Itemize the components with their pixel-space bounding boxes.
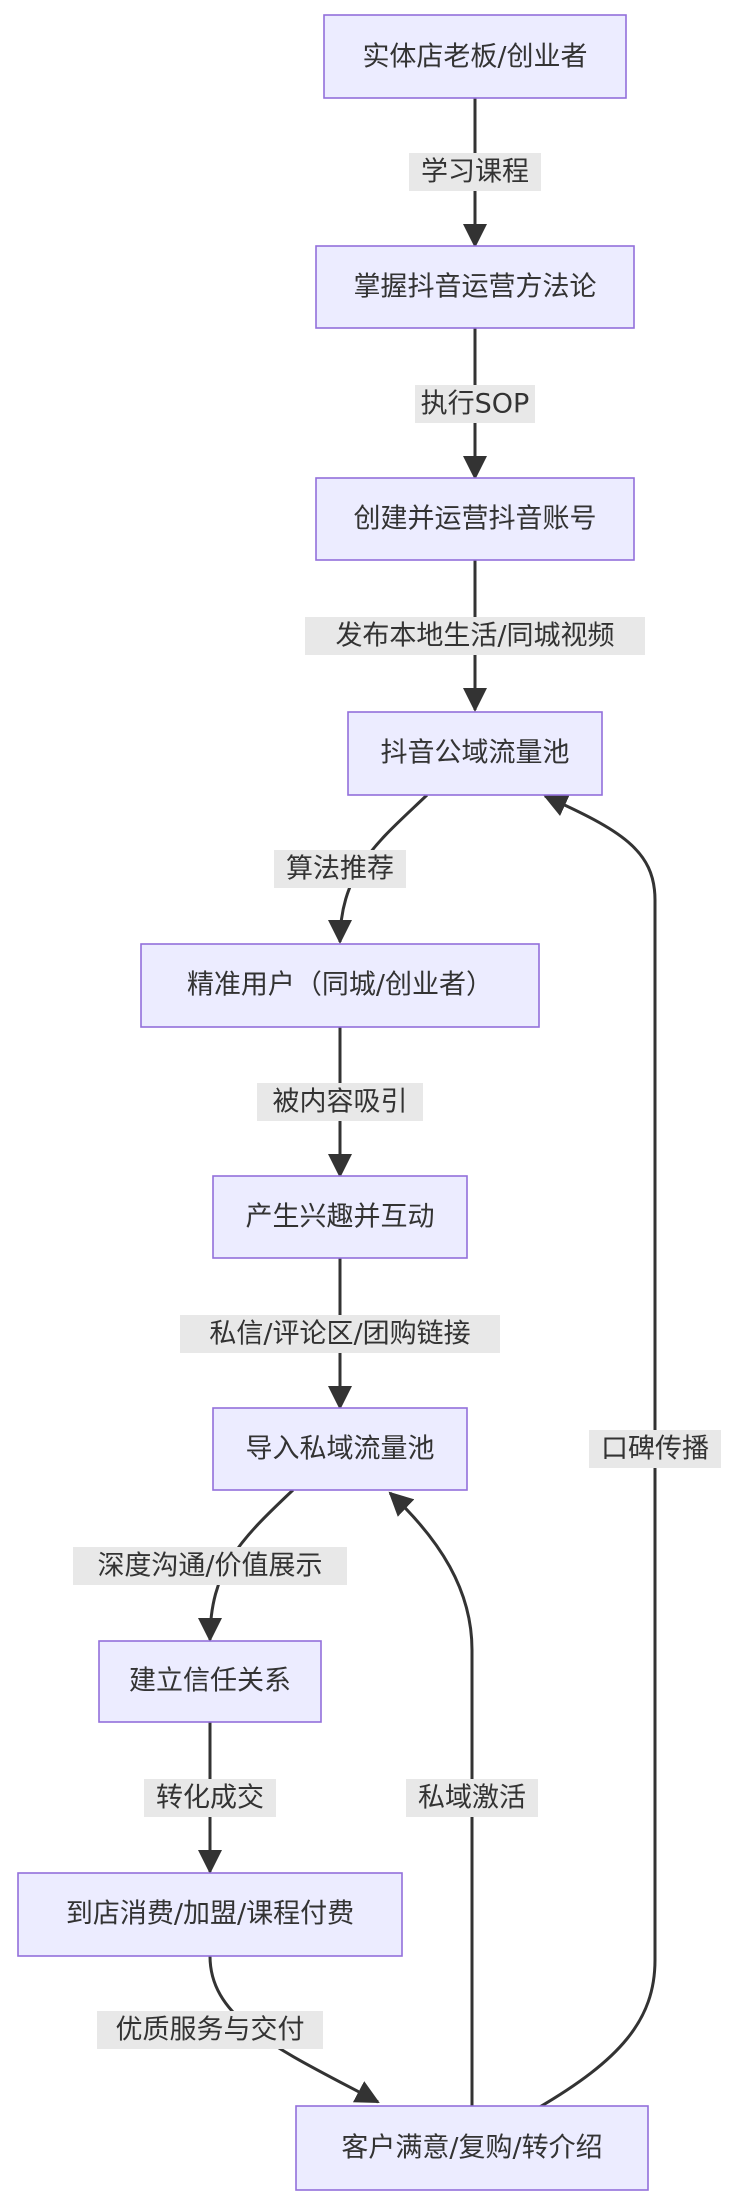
node-n7: 导入私域流量池 (212, 1407, 468, 1491)
node-label-n4: 抖音公域流量池 (381, 738, 570, 769)
edge-label-e3: 发布本地生活/同城视频 (305, 617, 645, 655)
node-n4: 抖音公域流量池 (347, 711, 603, 796)
edge-label-text-e9: 优质服务与交付 (116, 2015, 305, 2046)
node-n6: 产生兴趣并互动 (212, 1175, 468, 1259)
edge-label-text-e6: 私信/评论区/团购链接 (209, 1319, 470, 1350)
node-n1: 实体店老板/创业者 (323, 14, 627, 99)
edge-label-e4: 算法推荐 (274, 850, 406, 888)
node-n10: 客户满意/复购/转介绍 (295, 2105, 649, 2191)
edge-label-text-e7: 深度沟通/价值展示 (97, 1551, 322, 1582)
edge-label-e9: 优质服务与交付 (97, 2011, 323, 2049)
node-label-n3: 创建并运营抖音账号 (354, 504, 597, 535)
edge-line-e11 (537, 794, 657, 2110)
edge-label-e5: 被内容吸引 (257, 1083, 423, 1121)
edge-label-e11: 口碑传播 (589, 1430, 721, 1468)
edge-label-text-e5: 被内容吸引 (273, 1087, 408, 1118)
edge-label-text-e2: 执行SOP (421, 389, 530, 420)
node-n5: 精准用户（同城/创业者） (140, 943, 540, 1028)
edge-label-e10: 私域激活 (406, 1779, 538, 1817)
node-label-n5: 精准用户（同城/创业者） (187, 970, 493, 1001)
edge-label-text-e10: 私域激活 (418, 1783, 526, 1814)
edge-label-text-e3: 发布本地生活/同城视频 (335, 621, 614, 652)
edge-label-e6: 私信/评论区/团购链接 (180, 1315, 500, 1353)
edge-label-e7: 深度沟通/价值展示 (73, 1547, 347, 1585)
node-label-n9: 到店消费/加盟/课程付费 (66, 1899, 354, 1930)
node-label-n7: 导入私域流量池 (246, 1434, 435, 1465)
node-label-n2: 掌握抖音运营方法论 (354, 272, 597, 303)
edge-line-e10 (388, 1491, 474, 2108)
edge-label-text-e1: 学习课程 (421, 157, 529, 188)
node-n9: 到店消费/加盟/课程付费 (17, 1872, 403, 1957)
edge-label-e2: 执行SOP (415, 385, 535, 423)
edge-label-text-e4: 算法推荐 (286, 854, 394, 885)
node-label-n8: 建立信任关系 (129, 1666, 291, 1697)
edge-label-e8: 转化成交 (144, 1779, 276, 1817)
edge-label-e1: 学习课程 (409, 153, 541, 191)
node-n2: 掌握抖音运营方法论 (315, 245, 635, 329)
node-label-n1: 实体店老板/创业者 (362, 42, 587, 73)
edge-label-text-e8: 转化成交 (156, 1783, 264, 1814)
node-label-n6: 产生兴趣并互动 (246, 1202, 435, 1233)
node-n8: 建立信任关系 (98, 1640, 322, 1723)
node-label-n10: 客户满意/复购/转介绍 (341, 2133, 602, 2164)
node-n3: 创建并运营抖音账号 (315, 477, 635, 561)
edge-label-text-e11: 口碑传播 (601, 1434, 709, 1465)
